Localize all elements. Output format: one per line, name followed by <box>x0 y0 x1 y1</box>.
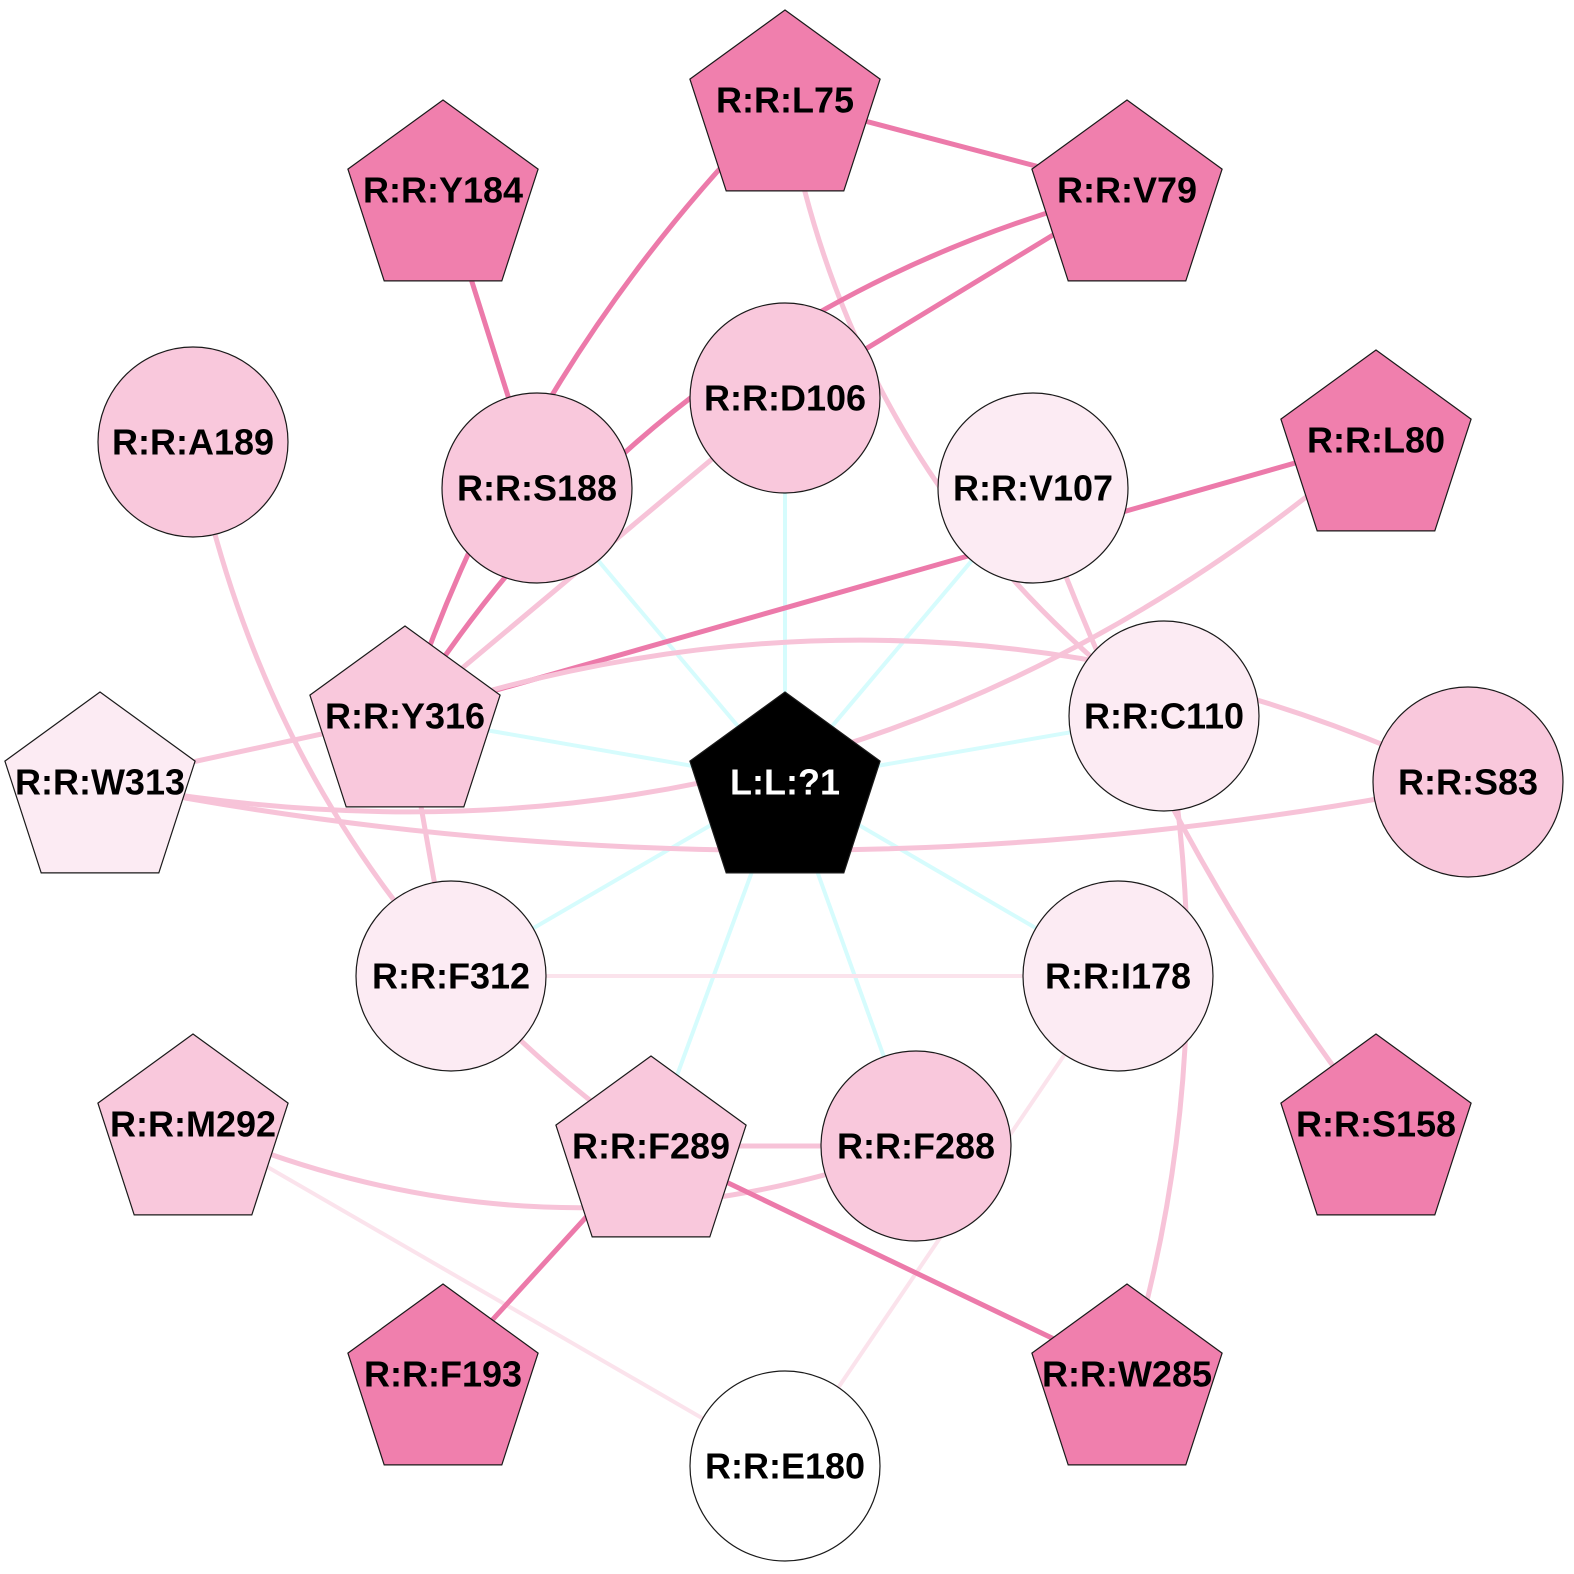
node-shape-pentagon <box>1280 349 1472 532</box>
node-label: R:R:L75 <box>716 80 854 121</box>
node-r-r-f193: R:R:F193 <box>347 1283 539 1466</box>
node-shape-pentagon <box>689 9 881 192</box>
node-shape-pentagon <box>689 691 881 874</box>
node-label: R:R:L80 <box>1307 420 1445 461</box>
node-label: R:R:M292 <box>110 1104 276 1145</box>
node-shape-circle <box>97 346 289 538</box>
edge-m292-f288 <box>190 1121 919 1211</box>
node-shape-pentagon <box>555 1055 747 1238</box>
node-r-r-w285: R:R:W285 <box>1031 1283 1223 1466</box>
node-label: R:R:I178 <box>1045 956 1191 997</box>
node-r-r-l80: R:R:L80 <box>1280 349 1472 532</box>
node-r-r-d106: R:R:D106 <box>689 302 881 494</box>
node-label: R:R:F312 <box>372 956 530 997</box>
node-label: R:R:Y184 <box>363 170 523 211</box>
node-shape-circle <box>1068 620 1260 812</box>
node-label: R:R:V107 <box>953 468 1113 509</box>
node-label: R:R:F289 <box>572 1126 730 1167</box>
node-label: R:R:W285 <box>1042 1354 1212 1395</box>
node-label: R:R:Y316 <box>325 696 485 737</box>
node-shape-pentagon <box>97 1033 289 1216</box>
node-label: R:R:V79 <box>1057 170 1197 211</box>
node-shape-circle <box>355 880 547 1072</box>
node-label: R:R:S158 <box>1296 1104 1456 1145</box>
node-l-l-1: L:L:?1 <box>689 691 881 874</box>
node-r-r-f312: R:R:F312 <box>355 880 547 1072</box>
node-shape-circle <box>1372 686 1564 878</box>
edge-f289-w285 <box>648 1143 1130 1377</box>
node-label: L:L:?1 <box>730 762 840 803</box>
node-r-r-y184: R:R:Y184 <box>347 99 539 282</box>
node-r-r-v107: R:R:V107 <box>937 392 1129 584</box>
node-shape-circle <box>1022 880 1214 1072</box>
node-label: R:R:A189 <box>112 422 274 463</box>
node-shape-circle <box>441 392 633 584</box>
node-label: R:R:S188 <box>457 468 617 509</box>
node-r-r-v79: R:R:V79 <box>1031 99 1223 282</box>
node-shape-circle <box>689 1370 881 1562</box>
node-shape-pentagon <box>4 691 196 874</box>
node-r-r-m292: R:R:M292 <box>97 1033 289 1216</box>
node-r-r-y316: R:R:Y316 <box>309 625 501 808</box>
node-label: R:R:C110 <box>1084 696 1244 737</box>
node-shape-pentagon <box>309 625 501 808</box>
edge-m292-e180 <box>191 1122 787 1468</box>
node-shape-circle <box>820 1050 1012 1242</box>
node-r-r-w313: R:R:W313 <box>4 691 196 874</box>
node-label: R:R:F288 <box>837 1126 995 1167</box>
node-shape-pentagon <box>347 99 539 282</box>
node-shape-pentagon <box>1031 99 1223 282</box>
node-shape-pentagon <box>1031 1283 1223 1466</box>
edge-y316-s83 <box>402 637 1471 785</box>
edge-l75-y316 <box>402 97 788 719</box>
node-r-r-a189: R:R:A189 <box>97 346 289 538</box>
node-r-r-s83: R:R:S83 <box>1372 686 1564 878</box>
node-label: R:R:W313 <box>15 762 185 803</box>
node-shape-pentagon <box>347 1283 539 1466</box>
node-r-r-c110: R:R:C110 <box>1068 620 1260 812</box>
node-label: R:R:F193 <box>364 1354 522 1395</box>
edge-a189-f289 <box>190 439 654 1149</box>
node-r-r-i178: R:R:I178 <box>1022 880 1214 1072</box>
node-shape-pentagon <box>1280 1033 1472 1216</box>
node-shape-circle <box>937 392 1129 584</box>
node-r-r-f288: R:R:F288 <box>820 1050 1012 1242</box>
node-shape-circle <box>689 302 881 494</box>
node-label: R:R:D106 <box>704 378 866 419</box>
node-label: R:R:E180 <box>705 1446 865 1487</box>
node-r-r-s188: R:R:S188 <box>441 392 633 584</box>
node-r-r-f289: R:R:F289 <box>555 1055 747 1238</box>
node-label: R:R:S83 <box>1398 762 1538 803</box>
node-r-r-e180: R:R:E180 <box>689 1370 881 1562</box>
node-r-r-s158: R:R:S158 <box>1280 1033 1472 1216</box>
node-r-r-l75: R:R:L75 <box>689 9 881 192</box>
